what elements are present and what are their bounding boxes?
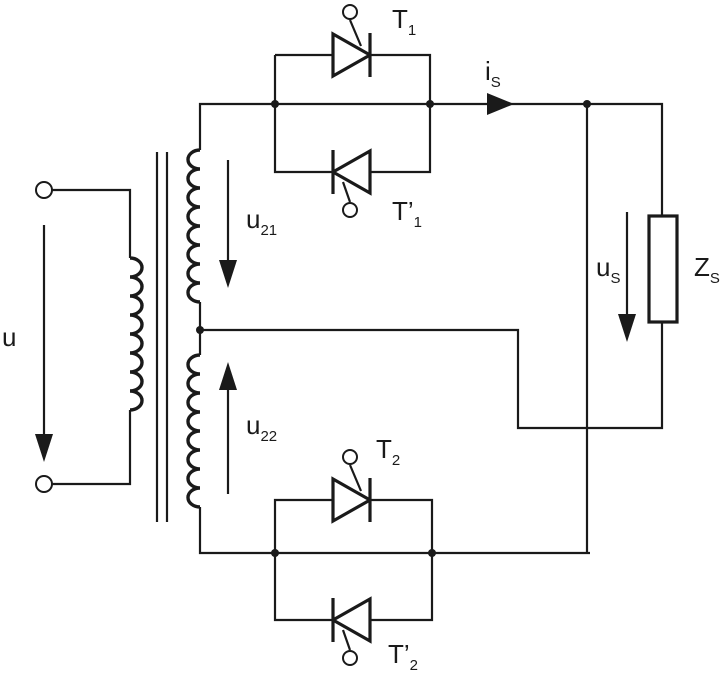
load-impedance — [647, 214, 679, 324]
secondary-winding-lower — [186, 353, 201, 509]
label-us: uS — [596, 252, 620, 287]
label-u21: u21 — [246, 204, 277, 239]
label-T1-prime: T’1 — [392, 196, 422, 231]
label-is: iS — [485, 56, 501, 91]
label-T1: T1 — [392, 4, 416, 39]
label-input-voltage: u — [2, 322, 16, 352]
label-u22: u22 — [246, 410, 277, 445]
output-line — [430, 93, 664, 553]
secondary-winding-upper — [186, 148, 201, 304]
thyristor-T2 — [331, 449, 374, 524]
center-tap-node — [196, 326, 204, 334]
input-terminal-top — [35, 181, 53, 199]
upper-thyristor-pair — [271, 4, 434, 218]
thyristor-T1-prime — [329, 148, 372, 218]
thyristor-T1 — [331, 4, 374, 79]
primary-circuit — [35, 181, 144, 493]
is-arrow — [487, 93, 514, 115]
lower-thyristor-pair — [271, 449, 436, 666]
transformer-core — [155, 152, 169, 522]
primary-winding — [129, 256, 144, 412]
secondary-circuit — [186, 102, 664, 555]
thyristor-T2-prime — [329, 596, 372, 666]
center-tap-wire — [200, 322, 664, 430]
label-Zs: ZS — [694, 252, 720, 287]
label-T2: T2 — [376, 434, 400, 469]
input-terminal-bottom — [35, 475, 53, 493]
label-T2-prime: T’2 — [388, 639, 418, 674]
